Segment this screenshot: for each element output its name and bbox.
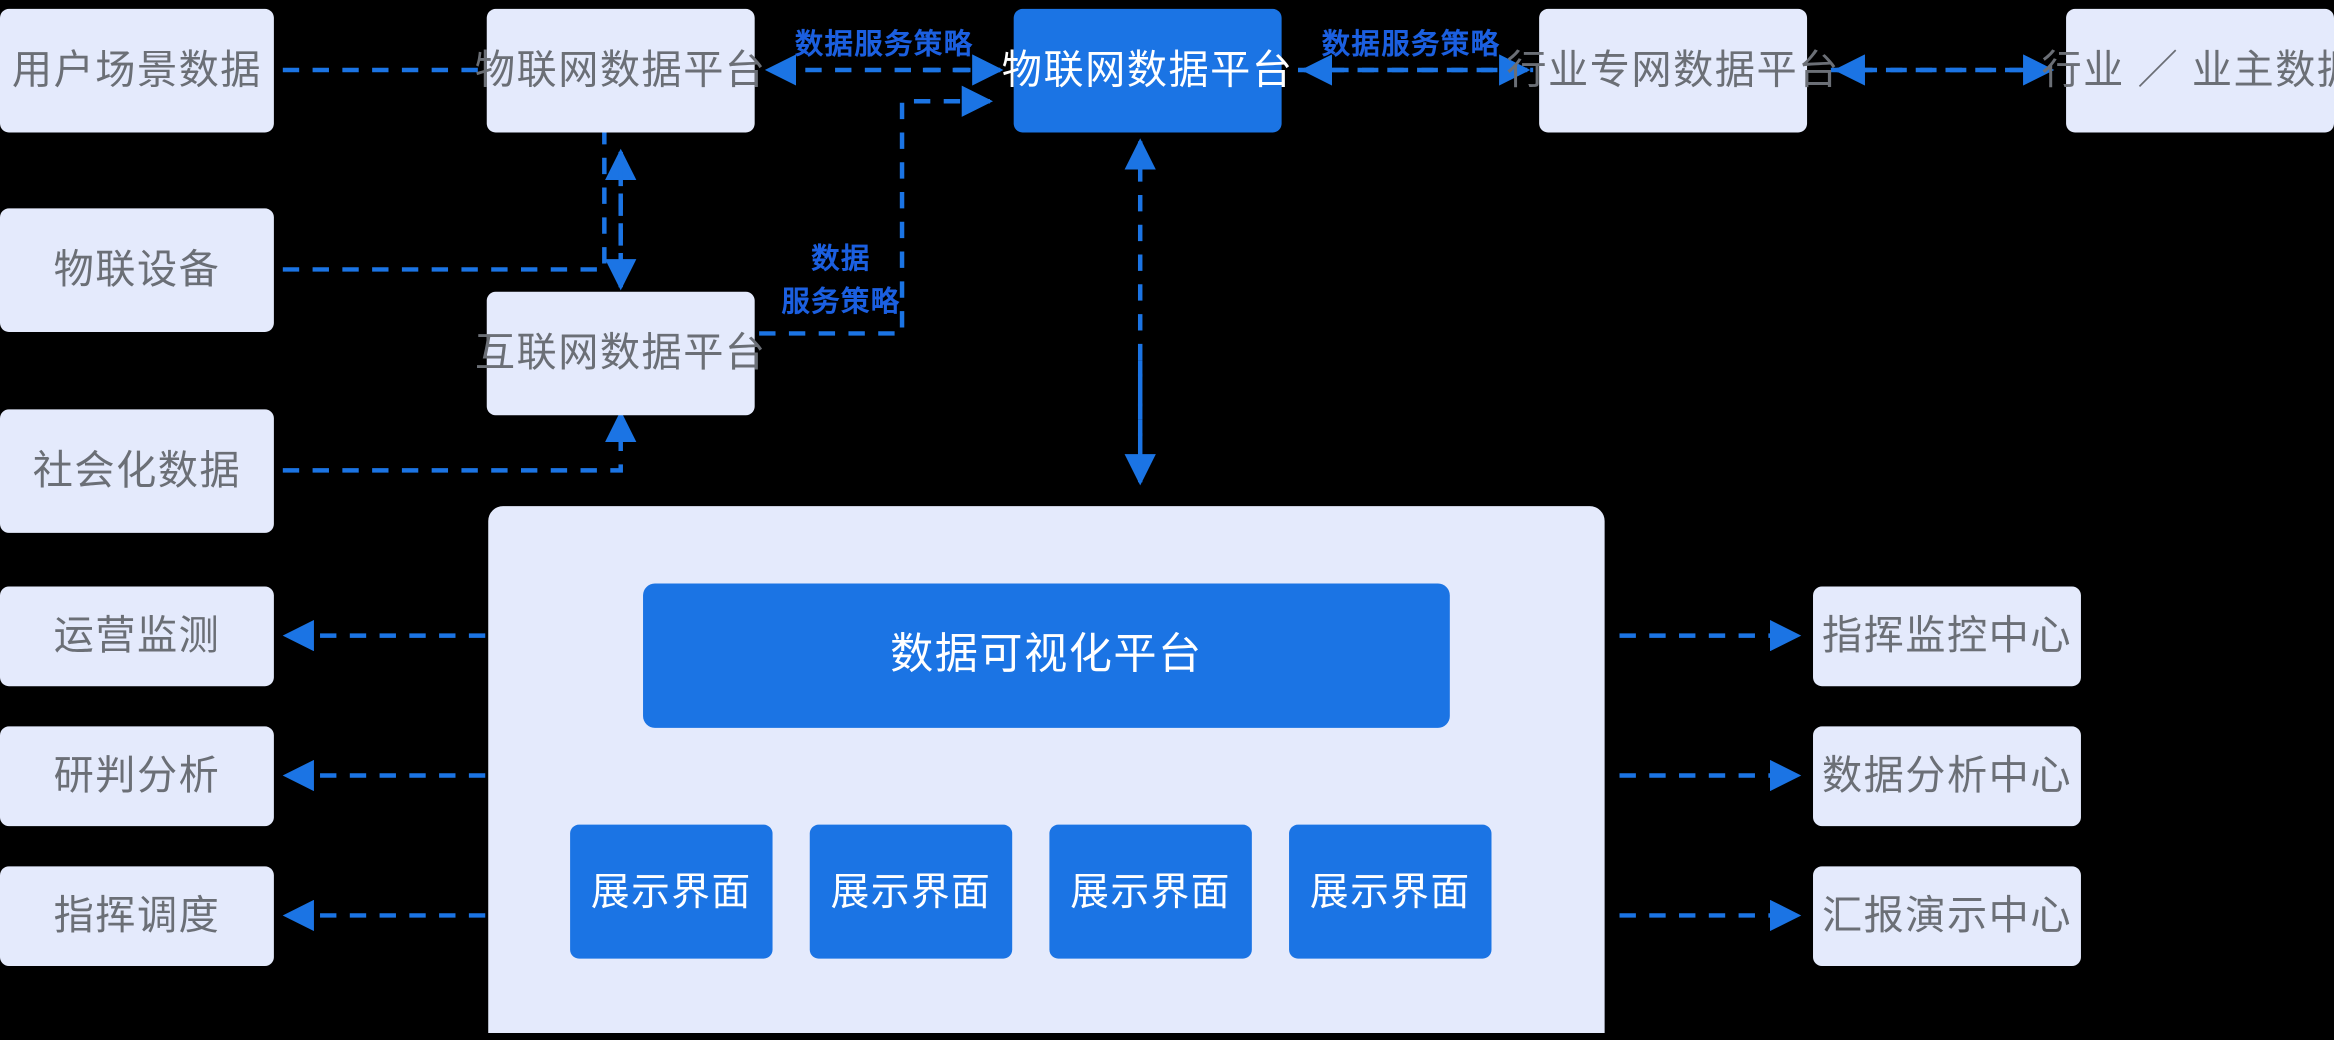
node-label: 数据可视化平台 — [890, 631, 1203, 680]
node-label: 互联网数据平台 — [474, 329, 767, 375]
node-iot-device[interactable]: 物联设备 — [0, 208, 274, 332]
node-label: 展示界面 — [1309, 868, 1471, 914]
node-command-dispatch[interactable]: 指挥调度 — [0, 866, 274, 967]
node-iot-data-platform-center[interactable]: 物联网数据平台 — [1002, 8, 1292, 133]
node-label: 物联网数据平台 — [474, 47, 767, 92]
node-label: 展示界面 — [830, 868, 992, 914]
edge-label-text: 数据服务策略 — [1321, 29, 1501, 62]
node-label: 物联网数据平台 — [1001, 47, 1294, 92]
edge-label-text-line2: 服务策略 — [781, 287, 901, 320]
visualization-panel: 数据可视化平台 展示界面 展示界面 展示界面 展示界面 — [488, 506, 1605, 1034]
node-label: 指挥监控中心 — [1821, 612, 2073, 658]
node-report-presentation-center[interactable]: 汇报演示中心 — [1813, 866, 2081, 967]
node-operation-monitoring[interactable]: 运营监测 — [0, 586, 274, 687]
node-screen-2[interactable]: 展示界面 — [809, 824, 1013, 959]
node-label: 运营监测 — [53, 612, 221, 658]
node-label: 用户场景数据 — [11, 47, 262, 92]
node-label: 研判分析 — [53, 752, 221, 798]
node-screen-3[interactable]: 展示界面 — [1049, 824, 1252, 959]
node-label: 指挥调度 — [53, 892, 221, 938]
node-judgment-analysis[interactable]: 研判分析 — [0, 726, 274, 827]
node-data-visualization-platform[interactable]: 数据可视化平台 — [643, 583, 1450, 728]
edge-label-data-service-policy-2: 数据服务策略 — [1319, 24, 1504, 68]
edge-label-data-service-policy-1: 数据服务策略 — [792, 24, 977, 68]
edge-label-data-service-policy-3: 数据 服务策略 — [771, 238, 911, 326]
node-industry-owner-data[interactable]: 行业 ／ 业主数据 — [2042, 8, 2334, 133]
node-label: 物联设备 — [53, 246, 221, 292]
edge-label-text-line1: 数据 — [811, 244, 871, 276]
node-social-data[interactable]: 社会化数据 — [0, 409, 274, 533]
node-label: 汇报演示中心 — [1821, 892, 2073, 938]
node-label: 展示界面 — [590, 868, 752, 914]
node-screen-4[interactable]: 展示界面 — [1289, 824, 1492, 959]
node-command-monitoring-center[interactable]: 指挥监控中心 — [1813, 586, 2081, 687]
node-screen-1[interactable]: 展示界面 — [570, 824, 773, 959]
node-iot-data-platform-left[interactable]: 物联网数据平台 — [475, 8, 765, 133]
node-label: 社会化数据 — [32, 447, 242, 493]
node-user-scene-data[interactable]: 用户场景数据 — [0, 8, 274, 133]
node-data-analysis-center[interactable]: 数据分析中心 — [1813, 726, 2081, 827]
node-label: 数据分析中心 — [1821, 752, 2073, 798]
node-internet-data-platform[interactable]: 互联网数据平台 — [475, 291, 765, 416]
node-label: 行业专网数据平台 — [1506, 47, 1840, 92]
node-industry-private-network-platform[interactable]: 行业专网数据平台 — [1506, 8, 1838, 133]
edge-social-to-internet-platform — [282, 410, 637, 473]
edge-label-text: 数据服务策略 — [794, 29, 974, 62]
node-label: 行业 ／ 业主数据 — [2041, 47, 2334, 92]
node-label: 展示界面 — [1070, 868, 1232, 914]
